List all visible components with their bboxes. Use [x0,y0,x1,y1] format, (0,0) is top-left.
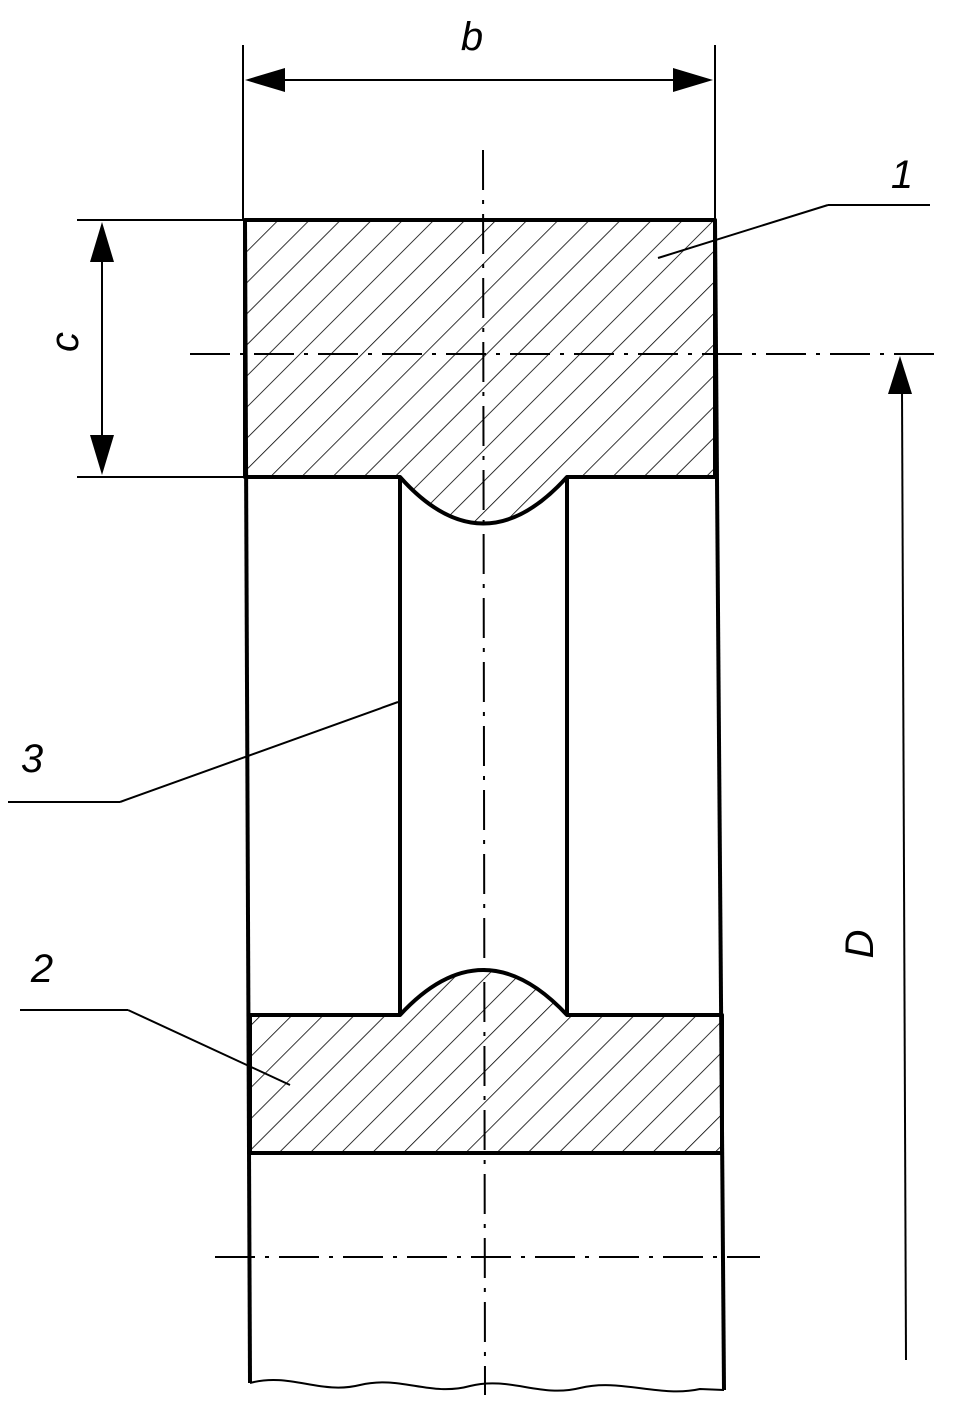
part-1-label: 1 [891,153,913,197]
lower-section-part-2 [248,968,724,1155]
part-2-label: 2 [30,947,53,991]
dimension-b: b [242,15,716,220]
dimension-D: D [838,356,912,1361]
dimension-c: c [43,219,245,478]
leader-part-3: 3 [8,701,399,803]
dim-b-label: b [461,15,483,59]
inner-channel-part-3 [398,477,569,1015]
leader-part-1: 1 [657,153,930,259]
part-3-label: 3 [21,737,43,781]
upper-section-part-1 [243,218,717,526]
dim-D-label: D [838,930,882,959]
center-lines [190,149,935,1396]
break-line [249,1378,725,1393]
leader-part-2: 2 [20,947,291,1086]
outer-contour [243,219,726,1391]
dim-c-label: c [43,332,87,352]
